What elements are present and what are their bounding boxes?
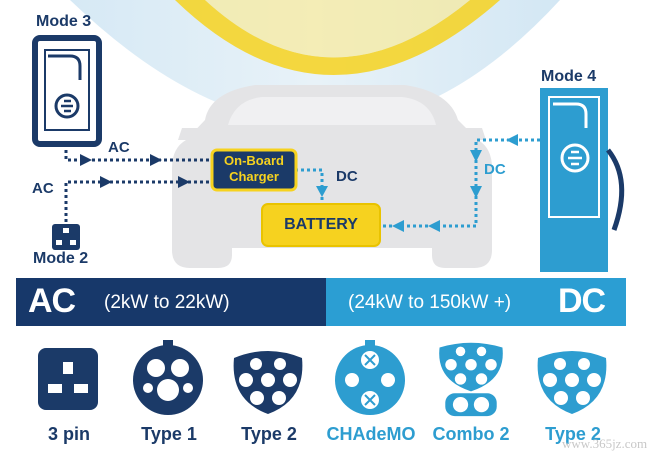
ac-band: AC (2kW to 22kW) [16,278,326,326]
dc-right-label: DC [484,161,506,178]
ac-band-title: AC [28,282,76,320]
ac-lower-label: AC [32,180,54,197]
connector-label-type2-dc: Type 2 [545,424,601,444]
battery-box [261,203,381,247]
connector-label-chademo: CHAdeMO [326,424,416,444]
onboard-charger-line1: On-Board [224,153,284,168]
onboard-charger-label: On-Board Charger [212,153,296,185]
mode4-label: Mode 4 [541,68,597,85]
dc-band-title: DC [558,282,606,320]
connector-label-type2: Type 2 [241,424,297,444]
illustration [32,0,625,272]
connector-label-combo2: Combo 2 [432,424,510,444]
connector-label-type1: Type 1 [141,424,197,444]
mode2-label: Mode 2 [33,250,89,267]
type2-dc-connector-icon [537,351,607,414]
type2-connector-icon [233,351,303,414]
dc-center-label: DC [336,168,358,185]
mode3-label: Mode 3 [36,13,92,30]
mode2-socket-icon [52,224,80,250]
onboard-charger-line2: Charger [229,169,279,184]
ac-band-range: (2kW to 22kW) [104,292,230,313]
connector-label-3pin: 3 pin [47,424,90,444]
ac-upper-label: AC [108,139,130,156]
type1-connector-icon [133,340,203,415]
sun-arc-inner [205,0,470,58]
power-range-band: AC (2kW to 22kW) (24kW to 150kW +) DC [16,278,626,326]
ac-arrows [80,154,190,188]
three-pin-plug-icon [38,348,98,410]
chademo-connector-icon [335,340,405,415]
mode4-rapid-charger-icon [540,88,625,272]
combo2-connector-icon [439,342,503,417]
dc-arrows [316,134,518,232]
ac-flow-lines [64,144,212,222]
watermark: www.365jz.com [562,436,647,451]
mode3-wallbox-icon [32,35,102,147]
dc-band-range: (24kW to 150kW +) [348,292,512,313]
car-silhouette [172,85,492,268]
dc-band: (24kW to 150kW +) DC [326,278,626,326]
sun-arc [175,0,500,75]
onboard-charger-box [210,148,298,192]
battery-label: BATTERY [284,216,358,233]
